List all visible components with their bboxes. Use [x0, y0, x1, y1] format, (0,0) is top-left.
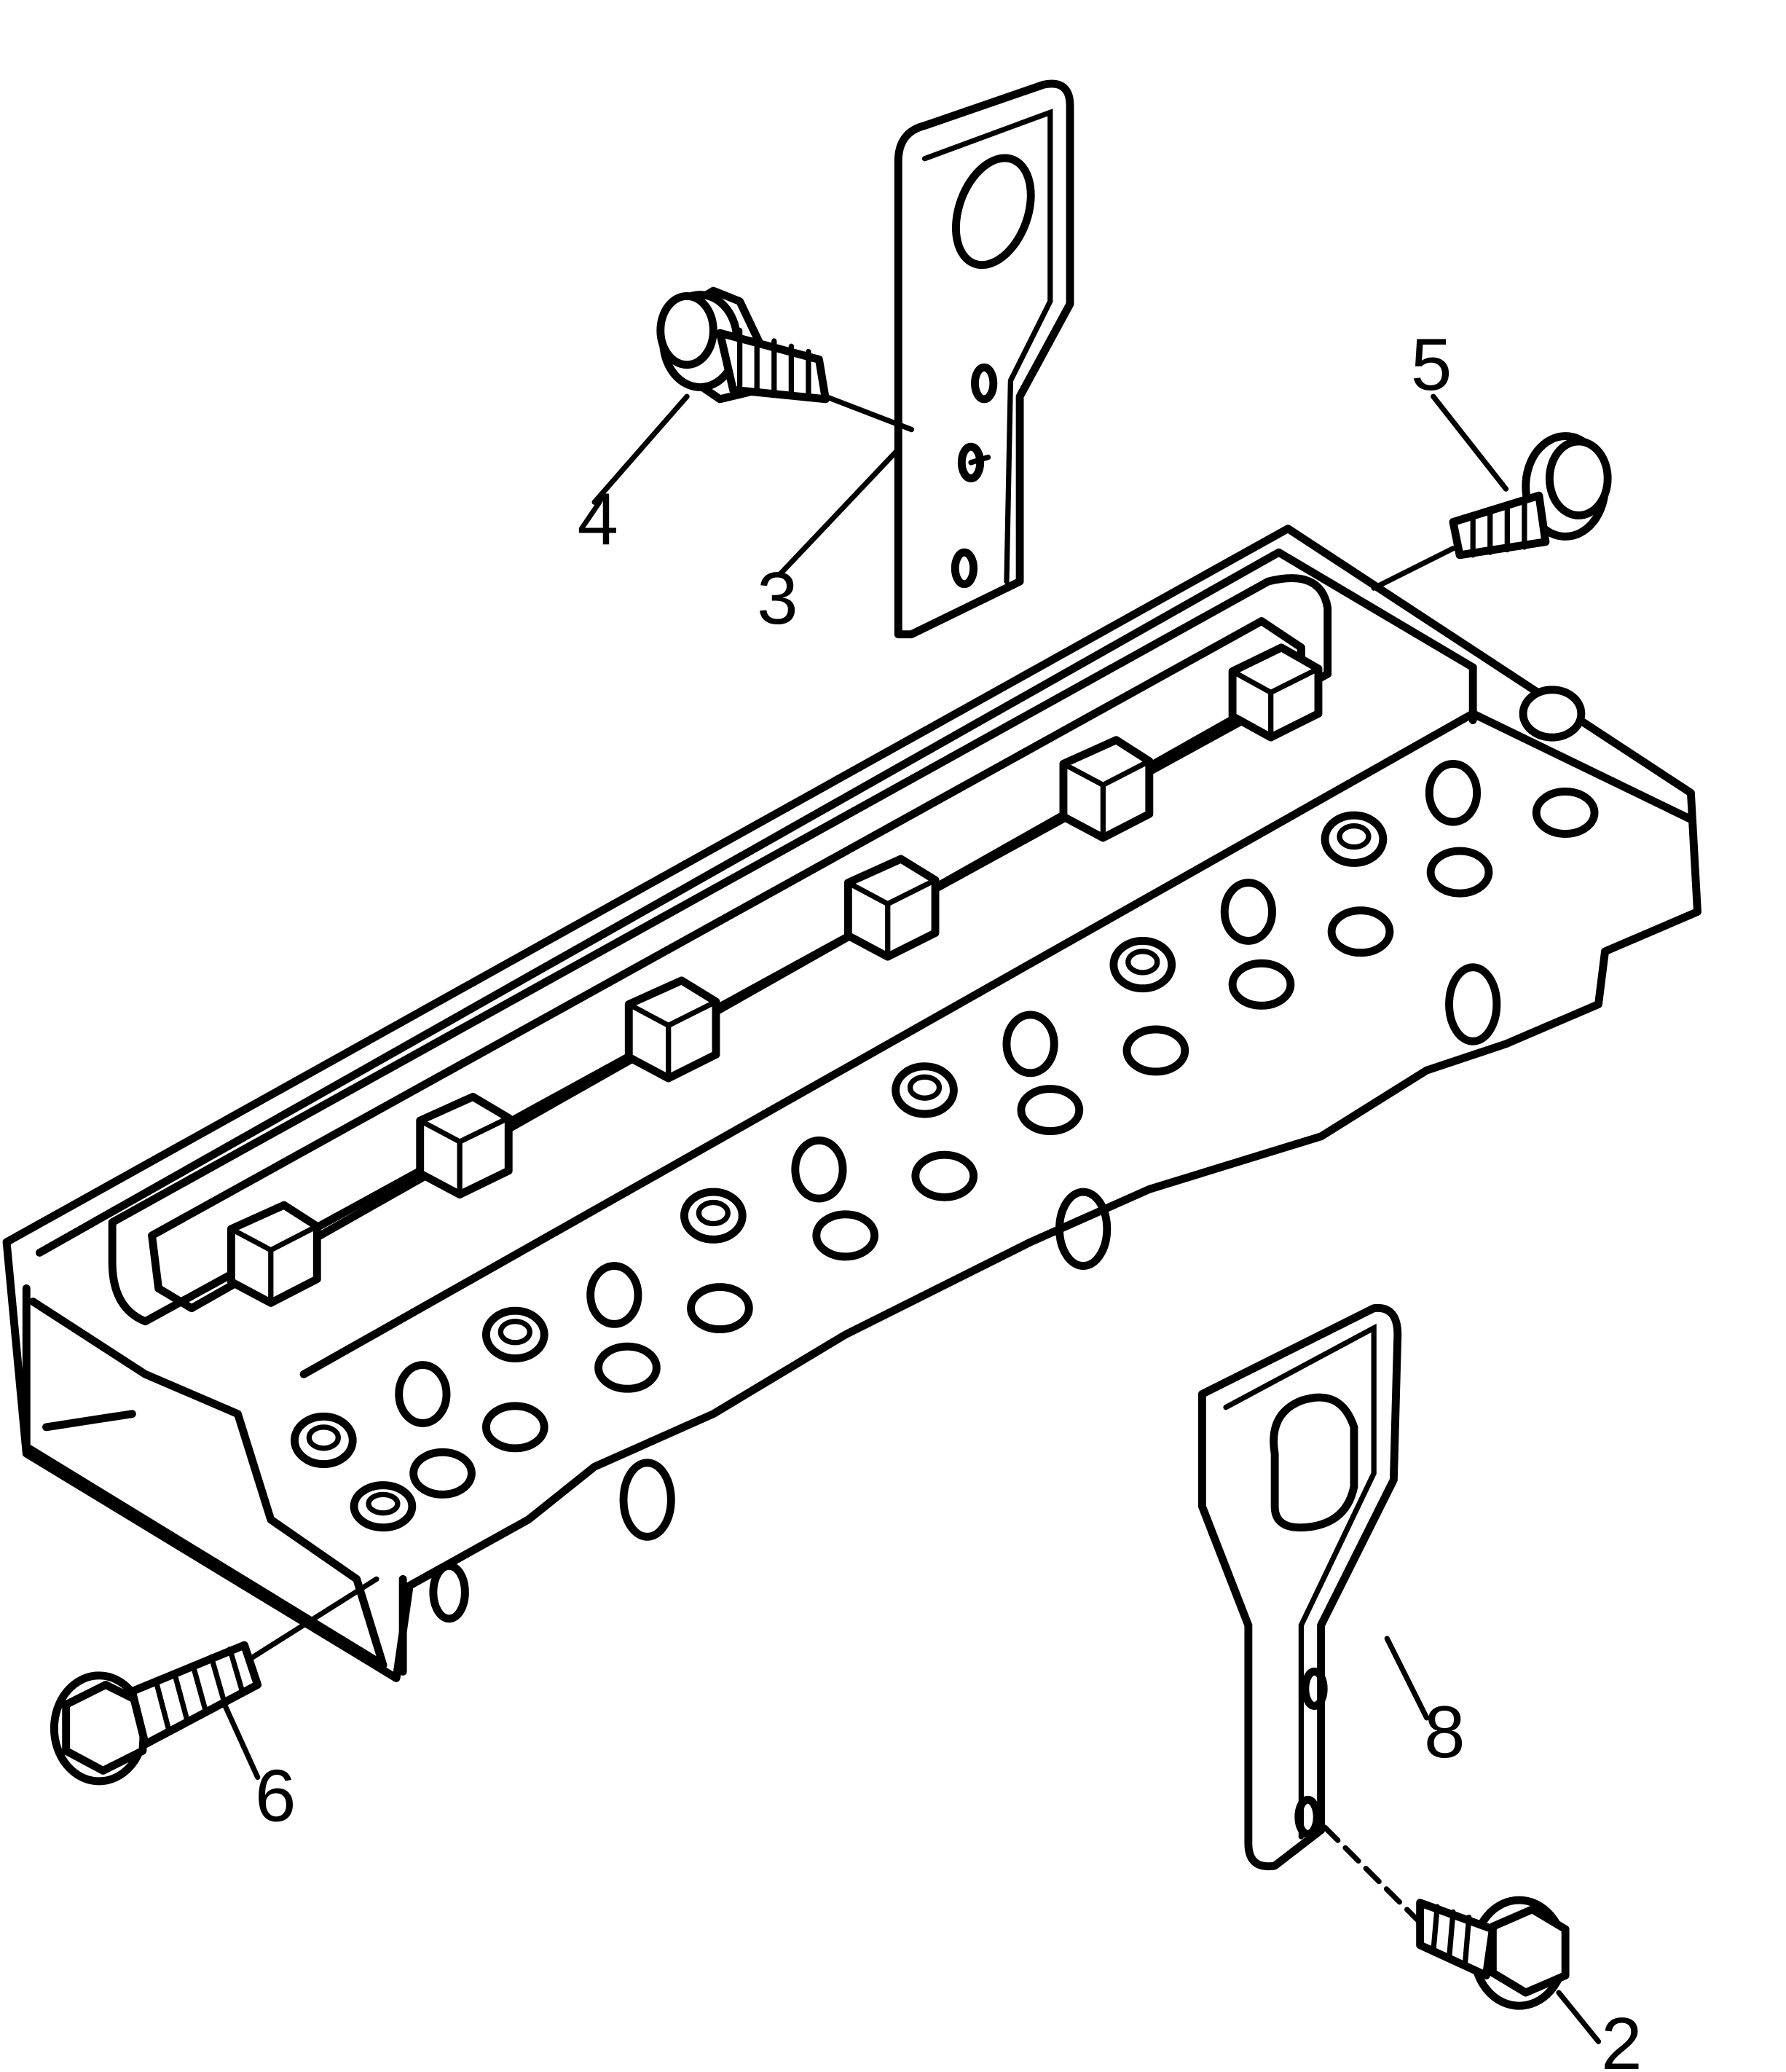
bolt-upper-left [656, 286, 915, 433]
bolt-upper-right [1371, 432, 1612, 591]
cylinder-head [2, 525, 1702, 1682]
bolt-lower-left [50, 1576, 379, 1786]
callout-4: 4 [578, 477, 618, 560]
leader-lines [221, 393, 1602, 2044]
rocker-pedestals [227, 643, 1323, 1307]
lifting-bracket-upper [894, 79, 1074, 639]
bolt-lower-right [1318, 1821, 1570, 2010]
callout-3: 3 [757, 557, 798, 640]
callout-2: 2 [1601, 2002, 1642, 2072]
callout-6: 6 [255, 1754, 296, 1837]
lifting-bracket-lower [1197, 1303, 1402, 1871]
valve-bosses [290, 686, 1599, 1532]
callout-5: 5 [1411, 323, 1452, 406]
callout-8: 8 [1424, 1690, 1465, 1773]
